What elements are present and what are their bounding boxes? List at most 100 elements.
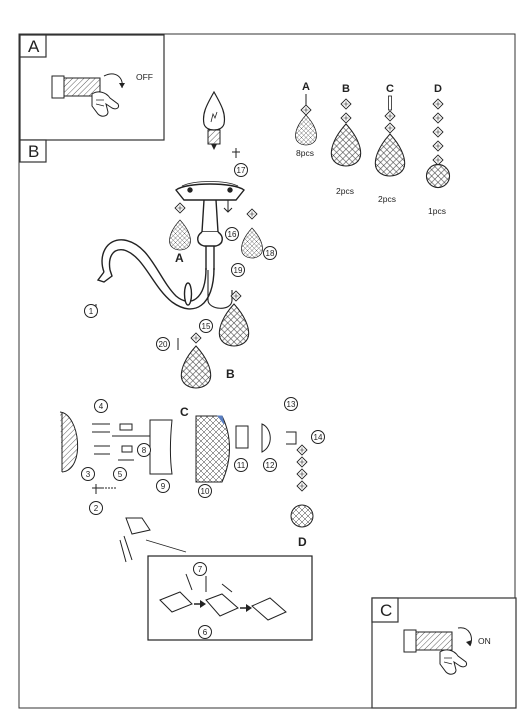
callout-7: 7 (193, 562, 207, 576)
callout-20: 20 (156, 337, 170, 351)
callout-19: 19 (231, 263, 245, 277)
panel-c-tag (371, 597, 399, 623)
panel-a-letter: A (28, 37, 40, 56)
pendant-a: A 8pcs (295, 81, 317, 158)
crystal-ball-icon (290, 504, 314, 528)
callout-number: 19 (234, 266, 243, 275)
crystal-drop-icon (218, 303, 250, 347)
callout-number: 9 (161, 482, 166, 491)
callout-3: 3 (81, 467, 95, 481)
crystal-drop-icon (180, 345, 212, 389)
callout-18: 18 (263, 246, 277, 260)
chandelier-arm (96, 181, 245, 310)
callout-number: 13 (287, 400, 296, 409)
callout-circle (263, 458, 277, 472)
callout-number: 3 (86, 470, 91, 479)
callout-number: 14 (314, 433, 323, 442)
label-c: C (180, 405, 189, 419)
callout-16: 16 (225, 227, 239, 241)
callout-circle (137, 443, 151, 457)
crystal-drop-icon (169, 219, 191, 251)
callout-number: 6 (203, 628, 208, 637)
callout-number: 2 (94, 504, 99, 513)
callout-circle (311, 430, 325, 444)
panel-b: B (19, 139, 47, 163)
callout-number: 7 (198, 565, 203, 574)
crystal-drop-icon (330, 123, 362, 167)
callout-circle (193, 562, 207, 576)
callout-2: 2 (89, 501, 103, 515)
callout-number: 17 (237, 166, 246, 175)
callout-number: 10 (201, 487, 210, 496)
callout-number: 15 (202, 322, 211, 331)
callout-number: 4 (99, 402, 104, 411)
panel-b-letter: B (28, 142, 39, 161)
callout-circle (231, 263, 245, 277)
pendant-letter: B (342, 83, 350, 95)
callout-circle (284, 397, 298, 411)
callout-circle (84, 304, 98, 318)
callout-9: 9 (156, 479, 170, 493)
callout-circle (94, 399, 108, 413)
callout-circle (198, 484, 212, 498)
crystal-drop-icon (241, 227, 263, 259)
panel-a-action: OFF (136, 72, 153, 82)
callout-8: 8 (137, 443, 151, 457)
hardware-parts (59, 148, 297, 563)
pendant-letter: D (434, 83, 442, 95)
callout-6: 6 (198, 625, 212, 639)
panel-b-tag (19, 139, 47, 163)
switch-hand-icon (51, 73, 125, 117)
callout-circle (89, 501, 103, 515)
pendant-qty: 1pcs (428, 206, 446, 216)
panel-c-letter: C (380, 601, 392, 620)
pendant-c: C 2pcs (374, 83, 406, 204)
wiring-detail-box (147, 555, 313, 641)
callout-1: 1 (84, 304, 98, 318)
callout-circle (156, 337, 170, 351)
callout-14: 14 (311, 430, 325, 444)
label-b: B (226, 367, 235, 381)
callout-13: 13 (284, 397, 298, 411)
callout-12: 12 (263, 458, 277, 472)
switch-hand-icon (403, 627, 472, 675)
callout-circle (225, 227, 239, 241)
label-d: D (298, 535, 307, 549)
callout-number: 8 (142, 446, 147, 455)
callout-number: 11 (237, 461, 246, 470)
callout-number: 12 (266, 461, 275, 470)
crystal-ball-icon (425, 163, 451, 189)
pendant-d: D 1pcs (425, 83, 451, 216)
panel-a-tag (19, 34, 47, 58)
pendant-qty: 8pcs (296, 148, 314, 158)
page-frame (18, 33, 516, 709)
crystal-drop-icon (374, 133, 406, 177)
callout-number: 16 (228, 230, 237, 239)
callout-15: 15 (199, 319, 213, 333)
pendant-letter: A (302, 81, 310, 93)
callout-number: 1 (89, 307, 94, 316)
panel-c-action: ON (478, 636, 491, 646)
candle-bulb-icon (202, 90, 226, 150)
callout-circle (198, 625, 212, 639)
callout-circle (156, 479, 170, 493)
callout-circle (234, 163, 248, 177)
pendant-letter: C (386, 83, 394, 95)
callout-10: 10 (198, 484, 212, 498)
callout-4: 4 (94, 399, 108, 413)
crystal-drop-icon (295, 114, 317, 146)
label-a: A (175, 251, 184, 265)
callout-number: 20 (159, 340, 168, 349)
callout-circle (199, 319, 213, 333)
pendant-qty: 2pcs (378, 194, 396, 204)
callout-11: 11 (234, 458, 248, 472)
callout-circle (234, 458, 248, 472)
callout-number: 5 (118, 470, 123, 479)
pendant-legend: A 8pcs B 2pcs C 2pcs D (295, 81, 451, 216)
callout-number: 18 (266, 249, 275, 258)
panel-c: C ON (371, 597, 517, 709)
pendant-qty: 2pcs (336, 186, 354, 196)
callout-circle (81, 467, 95, 481)
